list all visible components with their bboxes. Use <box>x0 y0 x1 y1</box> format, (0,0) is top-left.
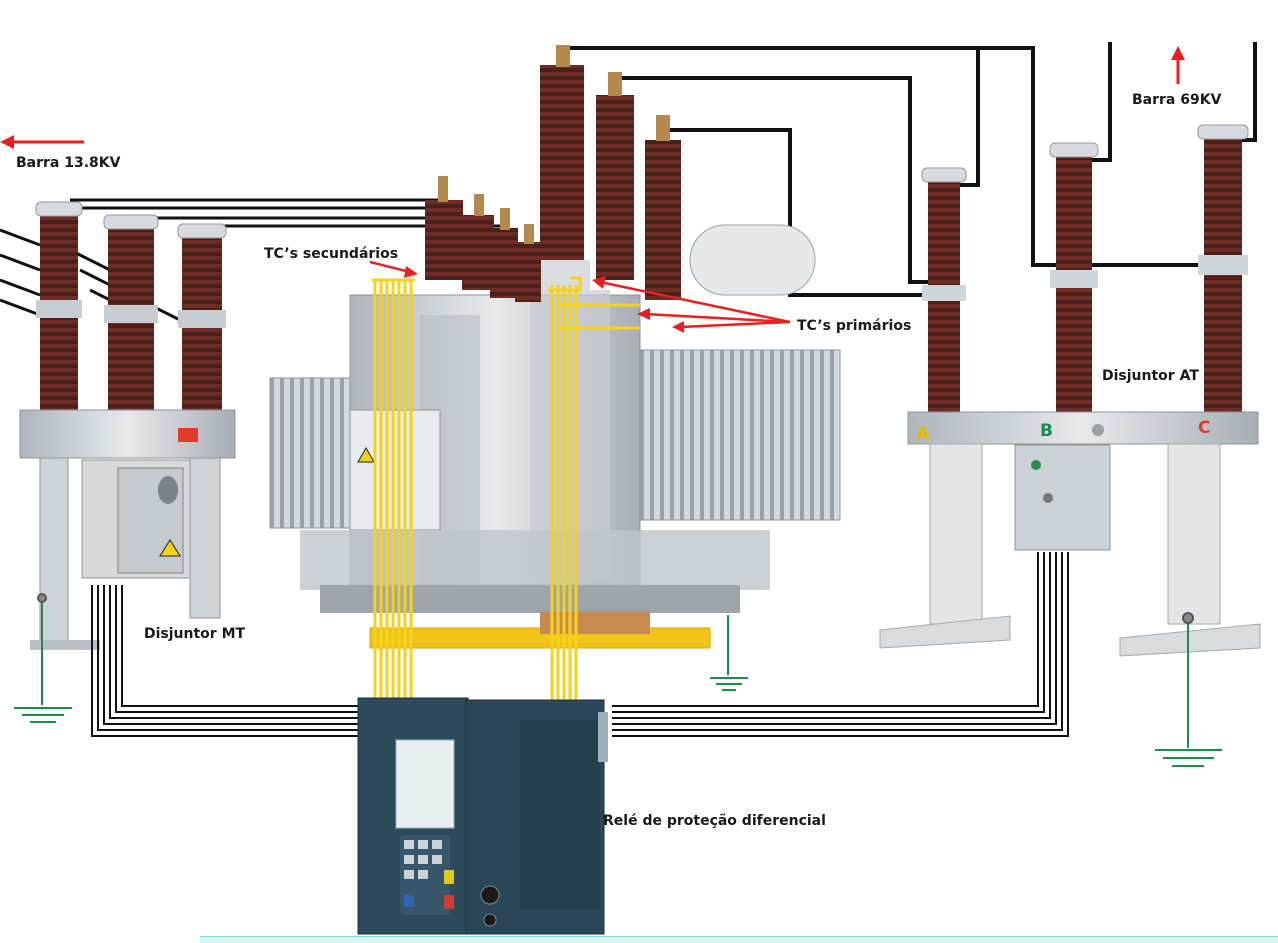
hv-bus-wiring <box>565 42 1257 297</box>
bus-mv-label: Barra 13.8KV <box>16 155 121 171</box>
ground-symbol-icon <box>1155 612 1222 767</box>
ct-secondary-label: TC’s secundários <box>264 246 398 262</box>
differential-relay <box>357 697 608 935</box>
ct-primary-label: TC’s primários <box>797 318 911 334</box>
arrow-left-icon <box>0 135 84 149</box>
arrow-up-icon <box>1171 46 1185 84</box>
ct-primary-pointers <box>592 276 791 333</box>
warning-icon <box>159 539 181 557</box>
phase-c-label: C <box>1198 418 1210 438</box>
hv-bushings <box>535 45 681 300</box>
control-cable-mv <box>91 585 362 737</box>
lv-bushings <box>425 176 541 302</box>
relay-label: Relé de proteção diferencial <box>603 813 826 829</box>
breaker-mv-label: Disjuntor MT <box>144 626 246 642</box>
breaker-hv-label: Disjuntor AT <box>1102 368 1199 384</box>
ct-primary-wiring <box>548 276 640 700</box>
power-transformer <box>269 224 841 691</box>
bus-hv-label: Barra 69KV <box>1132 92 1222 108</box>
control-cable-hv <box>612 552 1069 737</box>
bottom-border-strip <box>200 936 1278 943</box>
ct-secondary-pointer <box>369 260 418 278</box>
mv-circuit-breaker <box>19 201 236 650</box>
ground-symbol-icon <box>14 593 72 723</box>
phase-a-label: A <box>916 424 930 444</box>
ct-secondary-wiring <box>372 278 415 700</box>
phase-b-label: B <box>1040 421 1053 441</box>
hv-circuit-breaker <box>879 124 1261 657</box>
